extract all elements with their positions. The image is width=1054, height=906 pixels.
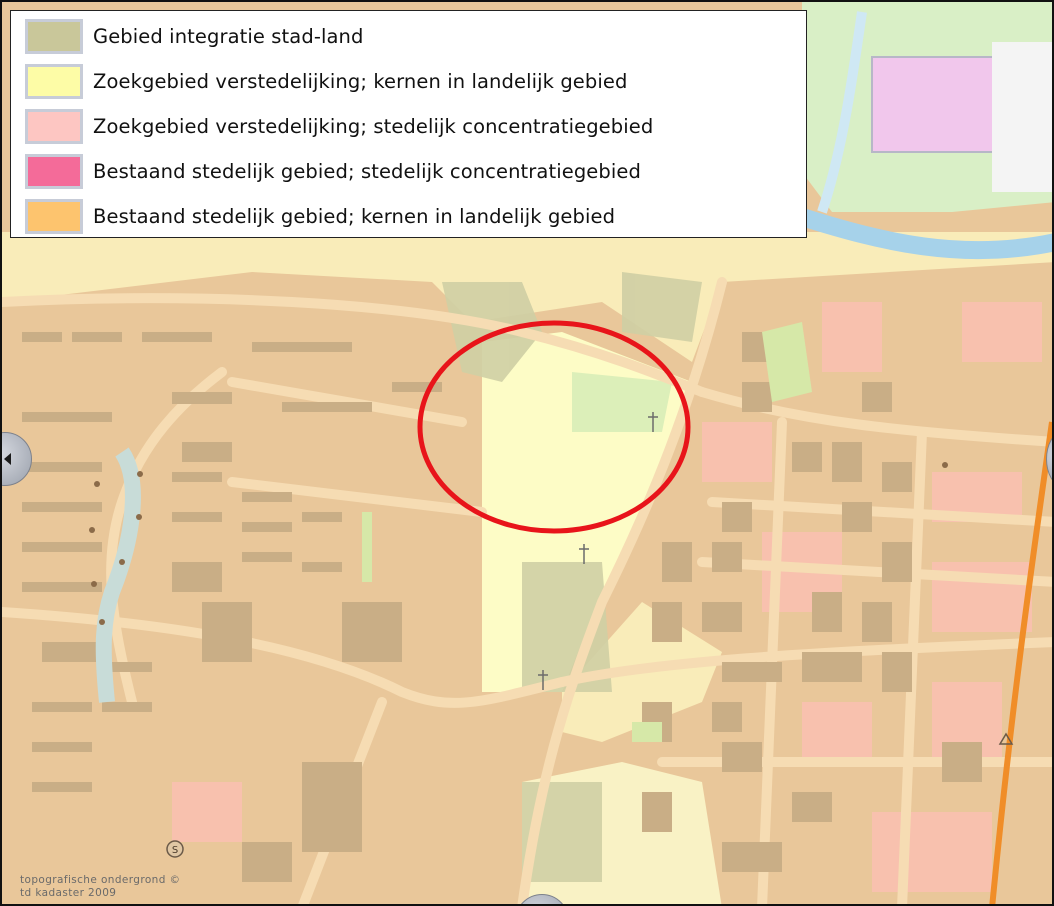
- zone-pink-group: [172, 302, 1042, 892]
- legend-item: Bestaand stedelijk gebied; kernen in lan…: [11, 194, 806, 239]
- legend-label: Zoekgebied verstedelijking; stedelijk co…: [93, 115, 654, 138]
- legend-swatch: [25, 109, 83, 144]
- canal: [799, 208, 1052, 260]
- tree-dots: [89, 462, 948, 625]
- legend-item: Zoekgebied verstedelijking; kernen in la…: [11, 59, 806, 104]
- legend-swatch: [25, 199, 83, 234]
- church-cross-icon: [538, 412, 658, 690]
- green-strips: [362, 322, 812, 742]
- legend-swatch: [25, 154, 83, 189]
- legend-label: Bestaand stedelijk gebied; stedelijk con…: [93, 160, 641, 183]
- legend-swatch: [25, 64, 83, 99]
- s-poi-icon: S: [166, 840, 184, 858]
- attribution-line: td kadaster 2009: [20, 887, 117, 899]
- legend-label: Bestaand stedelijk gebied; kernen in lan…: [93, 205, 616, 228]
- chevron-left-icon: [4, 453, 11, 465]
- legend-item: Zoekgebied verstedelijking; stedelijk co…: [11, 104, 806, 149]
- legend-label: Gebied integratie stad-land: [93, 25, 364, 48]
- legend-item: Gebied integratie stad-land: [11, 14, 806, 59]
- building-white: [992, 42, 1052, 192]
- pond: [95, 447, 141, 703]
- building-pink: [871, 56, 1003, 153]
- svg-text:S: S: [172, 845, 178, 856]
- map-attribution: topografische ondergrond © td kadaster 2…: [20, 874, 180, 900]
- highlight-ellipse: [417, 320, 691, 534]
- legend-label: Zoekgebied verstedelijking; kernen in la…: [93, 70, 628, 93]
- buildings: [22, 332, 982, 882]
- legend-swatch: [25, 19, 83, 54]
- triangle-poi-icon: [998, 732, 1014, 745]
- attribution-line: topografische ondergrond ©: [20, 874, 181, 886]
- map-legend: Gebied integratie stad-land Zoekgebied v…: [10, 10, 807, 238]
- zone-park: [572, 372, 672, 432]
- highway: [989, 421, 1052, 904]
- canal-side: [817, 11, 867, 214]
- legend-item: Bestaand stedelijk gebied; stedelijk con…: [11, 149, 806, 194]
